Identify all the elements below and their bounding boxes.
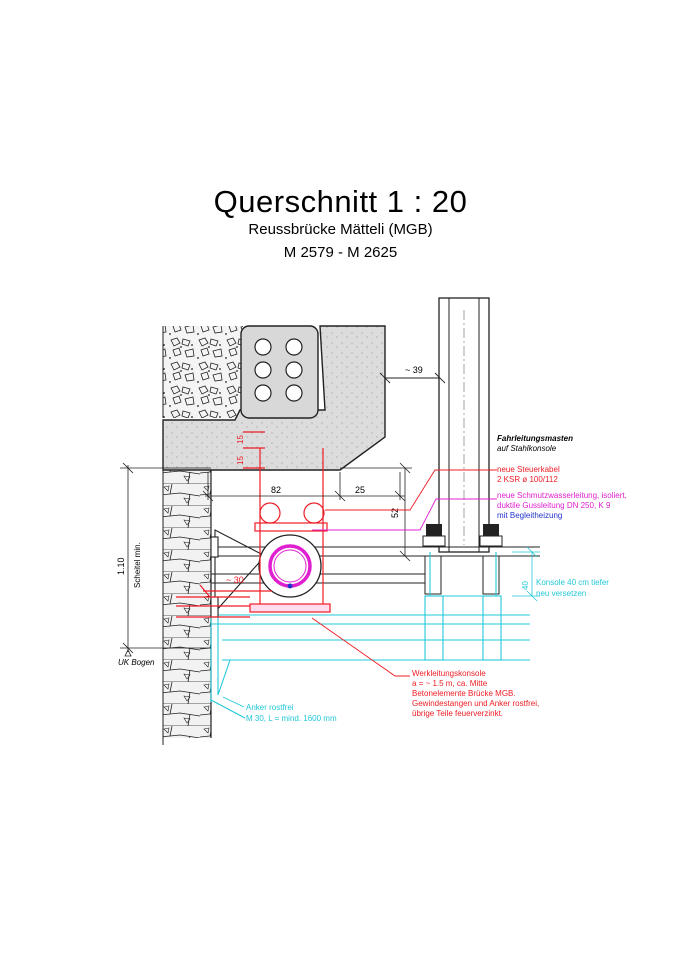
dim-15-upper: 15 (236, 435, 245, 444)
cable-duct-block (240, 325, 319, 419)
konsole-label-2: neu versetzen (536, 589, 586, 598)
begleitheizung-label: mit Begleitheizung (497, 511, 562, 520)
dim-82-label: 82 (271, 485, 281, 495)
werkleitung-label-1: Werkleitungskonsole (412, 669, 486, 678)
uk-bogen-label: UK Bogen (118, 658, 155, 667)
dim-110-label: 1.10 (116, 557, 126, 575)
cable-ducts (254, 338, 303, 402)
catenary-mast (438, 297, 490, 553)
sewage-pipe (258, 534, 322, 598)
gravel-fill (163, 326, 243, 418)
steuerkabel-label-1: neue Steuerkabel (497, 465, 560, 474)
mast-base (422, 524, 503, 595)
schmutzwasser-label-1: neue Schmutzwasserleitung, isoliert, (497, 491, 627, 500)
dim-30-label: ~ 30 (226, 575, 244, 585)
fahrleitung-label-1: Fahrleitungsmasten (497, 434, 573, 443)
anker-label-2: M 30, L = mind. 1600 mm (246, 714, 337, 723)
konsole-label-1: Konsole 40 cm tiefer (536, 578, 609, 587)
relocated-console (210, 552, 530, 719)
werkleitung-label-5: übrige Teile feuerverzinkt. (412, 709, 503, 718)
dim-lines (120, 462, 412, 654)
anker-label-1: Anker rostfrei (246, 703, 294, 712)
dim-15-lower: 15 (236, 456, 245, 465)
dim-39 (379, 372, 446, 384)
dim-25-label: 25 (355, 485, 365, 495)
werkleitung-label-3: Betonelemente Brücke MGB. (412, 689, 516, 698)
scheitel-label: Scheitel min. (133, 542, 142, 588)
masonry-wall (163, 470, 211, 738)
concrete-deck (162, 325, 386, 471)
dim-52-label: 52 (390, 508, 400, 518)
leader-lines (222, 469, 497, 708)
schmutzwasser-label-2: duktile Gussleitung DN 250, K 9 (497, 501, 611, 510)
werkleitung-label-4: Gewindestangen und Anker rostfrei, (412, 699, 539, 708)
steuerkabel-label-2: 2 KSR ø 100/112 (497, 475, 558, 484)
hanger-assembly (176, 431, 331, 618)
werkleitung-label-2: a = ~ 1.5 m, ca. Mitte (412, 679, 488, 688)
dim-40-label: 40 (521, 581, 530, 590)
drawing-title: Querschnitt 1 : 20 (213, 184, 468, 219)
drawing-reference: M 2579 - M 2625 (283, 244, 398, 261)
fahrleitung-label-2: auf Stahlkonsole (497, 444, 557, 453)
drawing-subtitle: Reussbrücke Mätteli (MGB) (248, 221, 433, 238)
dim-39-label: ~ 39 (405, 365, 423, 375)
